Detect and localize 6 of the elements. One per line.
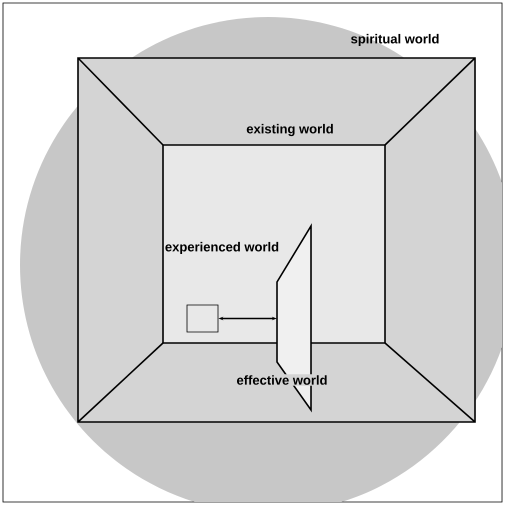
region-label: spiritual world — [351, 34, 439, 46]
square-frame — [162, 144, 386, 344]
region-label: existing world — [246, 124, 333, 136]
small-box — [186, 304, 218, 332]
region-label: experienced world — [165, 242, 278, 254]
region-label: effective world — [236, 374, 329, 386]
